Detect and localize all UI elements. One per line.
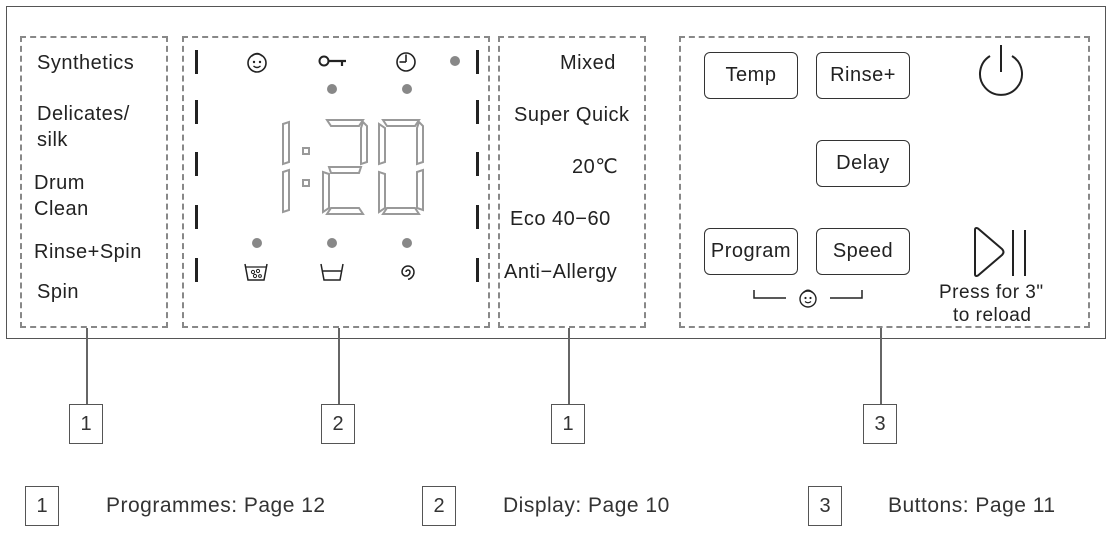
legend-number-box: 1 [25,486,59,526]
programme-drum-clean[interactable]: Clean [34,198,89,220]
programme-anti-allergy[interactable]: Anti−Allergy [504,261,618,283]
display-tick [476,100,479,124]
callout-number-box: 2 [321,404,355,444]
start-pause-hint: to reload [953,305,1032,326]
legend-text: Display: Page 10 [503,494,670,517]
programme-synthetics[interactable]: Synthetics [37,52,135,74]
programme-drum[interactable]: Drum [34,172,85,194]
programmes-right-region [498,36,646,328]
display-tick [476,205,479,229]
legend-number-box: 2 [422,486,456,526]
programme-spin[interactable]: Spin [37,281,80,303]
indicator-dot [450,56,460,66]
indicator-dot [327,238,337,248]
programme-eco-40-60[interactable]: Eco 40−60 [510,208,611,230]
programme-rinse-spin[interactable]: Rinse+Spin [34,241,142,263]
legend-text: Buttons: Page 11 [888,494,1056,517]
legend-number-box: 3 [808,486,842,526]
display-tick [476,258,479,282]
callout-number-box: 1 [69,404,103,444]
child-lock-combo-indicator [753,289,863,308]
programme-delicates-silk[interactable]: silk [37,129,68,151]
indicator-dot [327,84,337,94]
spin-icon [401,265,415,281]
play-pause-icon[interactable] [972,226,1032,280]
callout-number-box: 3 [863,404,897,444]
display-tick [195,50,198,74]
legend-text: Programmes: Page 12 [106,494,326,517]
display-tick [195,152,198,176]
indicator-dot [402,84,412,94]
key-icon [318,55,346,67]
wash-tub-icon [320,263,344,281]
rinse-plus-button[interactable]: Rinse+ [816,52,910,99]
display-tick [195,100,198,124]
programmes-left-region [20,36,168,328]
buttons-region [679,36,1090,328]
time-display [282,119,424,215]
display-tick [476,152,479,176]
display-region [182,36,490,328]
program-button[interactable]: Program [704,228,798,275]
control-panel [6,6,1106,339]
indicator-dot [402,238,412,248]
power-icon[interactable] [974,42,1028,102]
clock-icon [396,52,416,72]
speed-button[interactable]: Speed [816,228,910,275]
programme-super-quick[interactable]: Super Quick [514,104,630,126]
delay-button[interactable]: Delay [816,140,910,187]
callout-line [338,328,340,404]
display-tick [195,205,198,229]
display-tick [476,50,479,74]
child-lock-face-icon [247,52,267,73]
callout-number-box: 1 [551,404,585,444]
callout-line [86,328,88,404]
programme-mixed[interactable]: Mixed [560,52,616,74]
programme-20c[interactable]: 20℃ [572,156,619,178]
callout-line [568,328,570,404]
callout-line [880,328,882,404]
start-pause-hint: Press for 3" [939,282,1044,303]
display-tick [195,258,198,282]
temp-button[interactable]: Temp [704,52,798,99]
prewash-tub-icon [244,263,268,281]
programme-delicates[interactable]: Delicates/ [37,103,130,125]
indicator-dot [252,238,262,248]
